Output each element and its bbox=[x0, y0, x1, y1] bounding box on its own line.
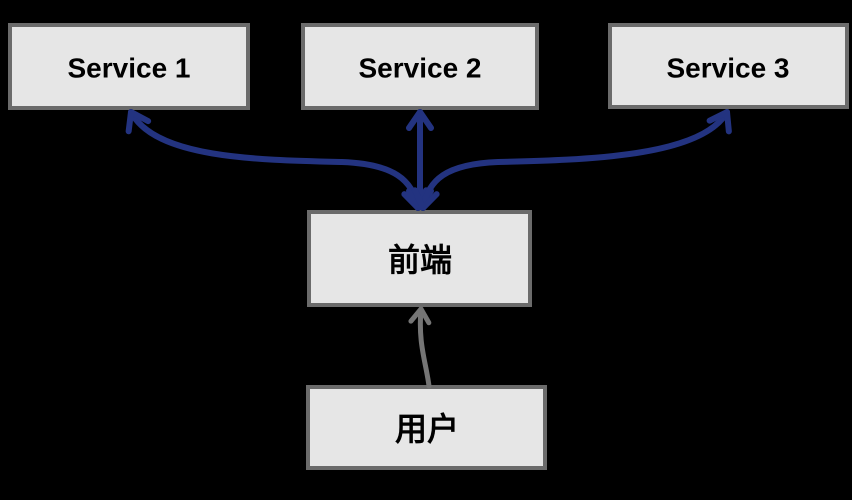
node-service-1-label: Service 1 bbox=[68, 53, 191, 84]
node-user-box bbox=[306, 385, 547, 470]
node-service-1-box bbox=[8, 23, 250, 110]
node-user-label: 用户 bbox=[395, 411, 459, 447]
edge-user-frontend bbox=[408, 306, 432, 389]
node-service-2-label: Service 2 bbox=[359, 53, 482, 84]
edge-frontend-service1 bbox=[125, 108, 430, 211]
node-service-3-box bbox=[608, 23, 849, 109]
node-service-3-label: Service 3 bbox=[667, 53, 790, 84]
node-frontend-box bbox=[307, 210, 532, 307]
edge-frontend-service3 bbox=[411, 109, 732, 211]
node-frontend-label: 前端 bbox=[388, 242, 452, 278]
node-service-2-box bbox=[301, 23, 539, 110]
